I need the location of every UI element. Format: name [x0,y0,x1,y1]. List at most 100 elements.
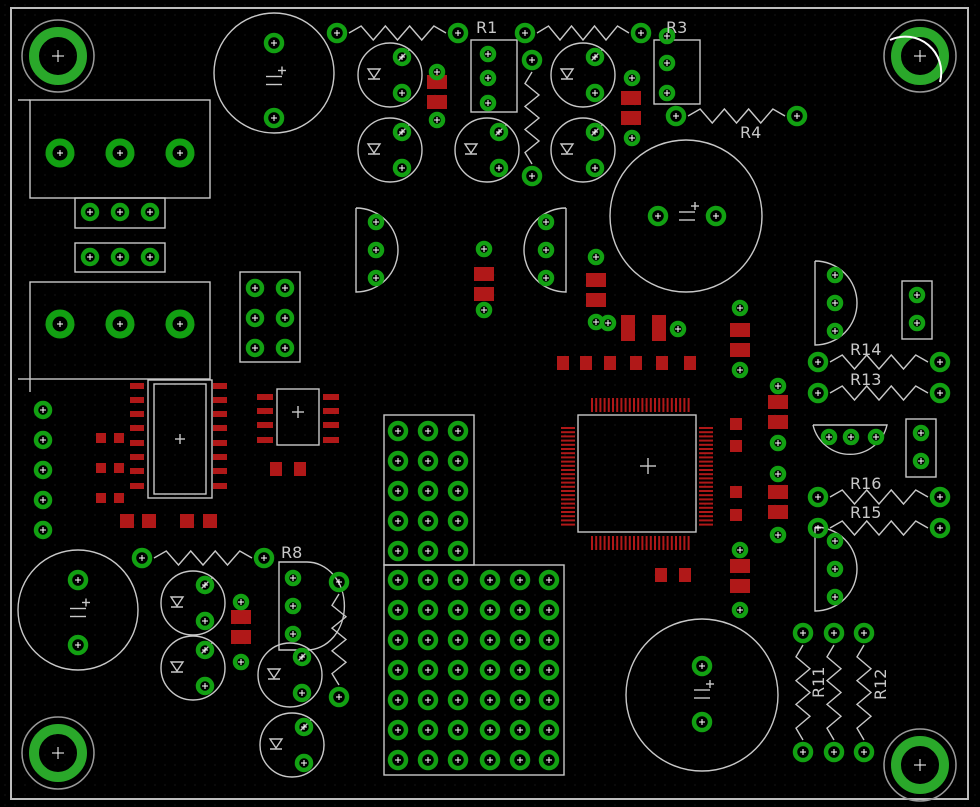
through-hole-pad [447,450,469,472]
smd-pad [630,356,642,370]
smd-pad [699,473,713,476]
through-hole-pad [731,361,749,379]
led-symbol [266,668,282,680]
through-hole-pad [585,83,605,103]
through-hole-pad [731,601,749,619]
through-hole-pad [826,322,844,340]
smd-pad [612,398,614,412]
smd-pad [699,464,713,467]
through-hole-pad [367,213,385,231]
smd-pad [213,411,227,417]
smd-pad [675,536,677,550]
through-hole-pad [245,278,265,298]
smd-pad [768,395,788,409]
qfp-outline [577,414,697,533]
through-hole-pad [908,314,926,332]
smd-pad [561,511,575,513]
through-hole-pad [232,593,250,611]
smd-pad [607,398,610,412]
through-hole-pad [479,719,501,741]
through-hole-pad [509,659,531,681]
smd-pad [637,536,640,550]
smd-pad [213,483,227,489]
through-hole-pad [447,22,469,44]
smd-pad [213,468,227,474]
smd-pad [557,356,569,370]
smd-pad [683,398,686,412]
through-hole-pad [538,659,560,681]
through-hole-pad [428,63,446,81]
header-outline [239,271,301,363]
through-hole-pad [447,540,469,562]
smd-pad [213,383,227,389]
through-hole-pad [387,749,409,771]
through-hole-pad [792,622,814,644]
through-hole-pad [67,569,89,591]
mounting-hole-outline [883,728,957,802]
through-hole-pad [428,111,446,129]
through-hole-pad [367,241,385,259]
through-hole-pad [929,517,951,539]
led-symbol [169,596,185,608]
smd-pad [323,394,339,400]
smd-pad [699,456,713,459]
mounting-hole-ring [29,27,87,85]
header-outline [74,242,166,273]
smd-pad [699,498,713,501]
through-hole-pad [479,689,501,711]
through-hole-pad [509,689,531,711]
smd-pad [730,486,742,498]
through-hole-pad [275,308,295,328]
through-hole-pad [479,629,501,651]
smd-pad [699,523,713,526]
through-hole-pad [326,22,348,44]
smd-pad [561,456,575,459]
smd-pad [699,435,713,438]
through-hole-pad [509,719,531,741]
resistor-symbol [829,353,929,371]
smd-pad [699,511,713,513]
through-hole-pad [929,382,951,404]
smd-pad [730,440,742,452]
through-hole-pad [475,240,493,258]
through-hole-pad [665,105,687,127]
smd-pad [655,568,667,582]
smd-pad [114,463,124,473]
through-hole-pad [232,653,250,671]
smd-pad [730,418,742,430]
smd-pad [561,502,575,505]
through-hole-pad [853,741,875,763]
smd-pad [641,398,644,412]
smd-pad [203,514,217,528]
smd-pad [130,425,144,431]
led-outline [454,117,520,183]
through-hole-pad [33,400,53,420]
resistor-symbol [153,549,253,567]
smd-pad [616,536,619,550]
resistor-symbol [829,384,929,402]
smd-pad [591,398,593,412]
through-hole-pad [479,659,501,681]
smd-pad [654,536,656,550]
resistor-symbol [829,488,929,506]
through-hole-pad [929,486,951,508]
trimmer-outline [470,39,518,113]
smd-pad [699,519,713,522]
smd-pad [649,398,652,412]
through-hole-pad [447,510,469,532]
through-hole-pad [538,599,560,621]
through-hole-pad [392,158,412,178]
through-hole-pad [479,749,501,771]
smd-pad [130,383,144,389]
led-symbol [366,68,382,80]
smd-pad [561,490,575,492]
trimmer-outline [278,561,346,651]
led-outline [357,117,423,183]
through-hole-pad [731,299,749,317]
resistor-symbol [330,593,348,686]
smd-pad [130,411,144,417]
smd-pad [599,398,602,412]
smd-pad [142,514,156,528]
smd-pad [603,536,606,550]
